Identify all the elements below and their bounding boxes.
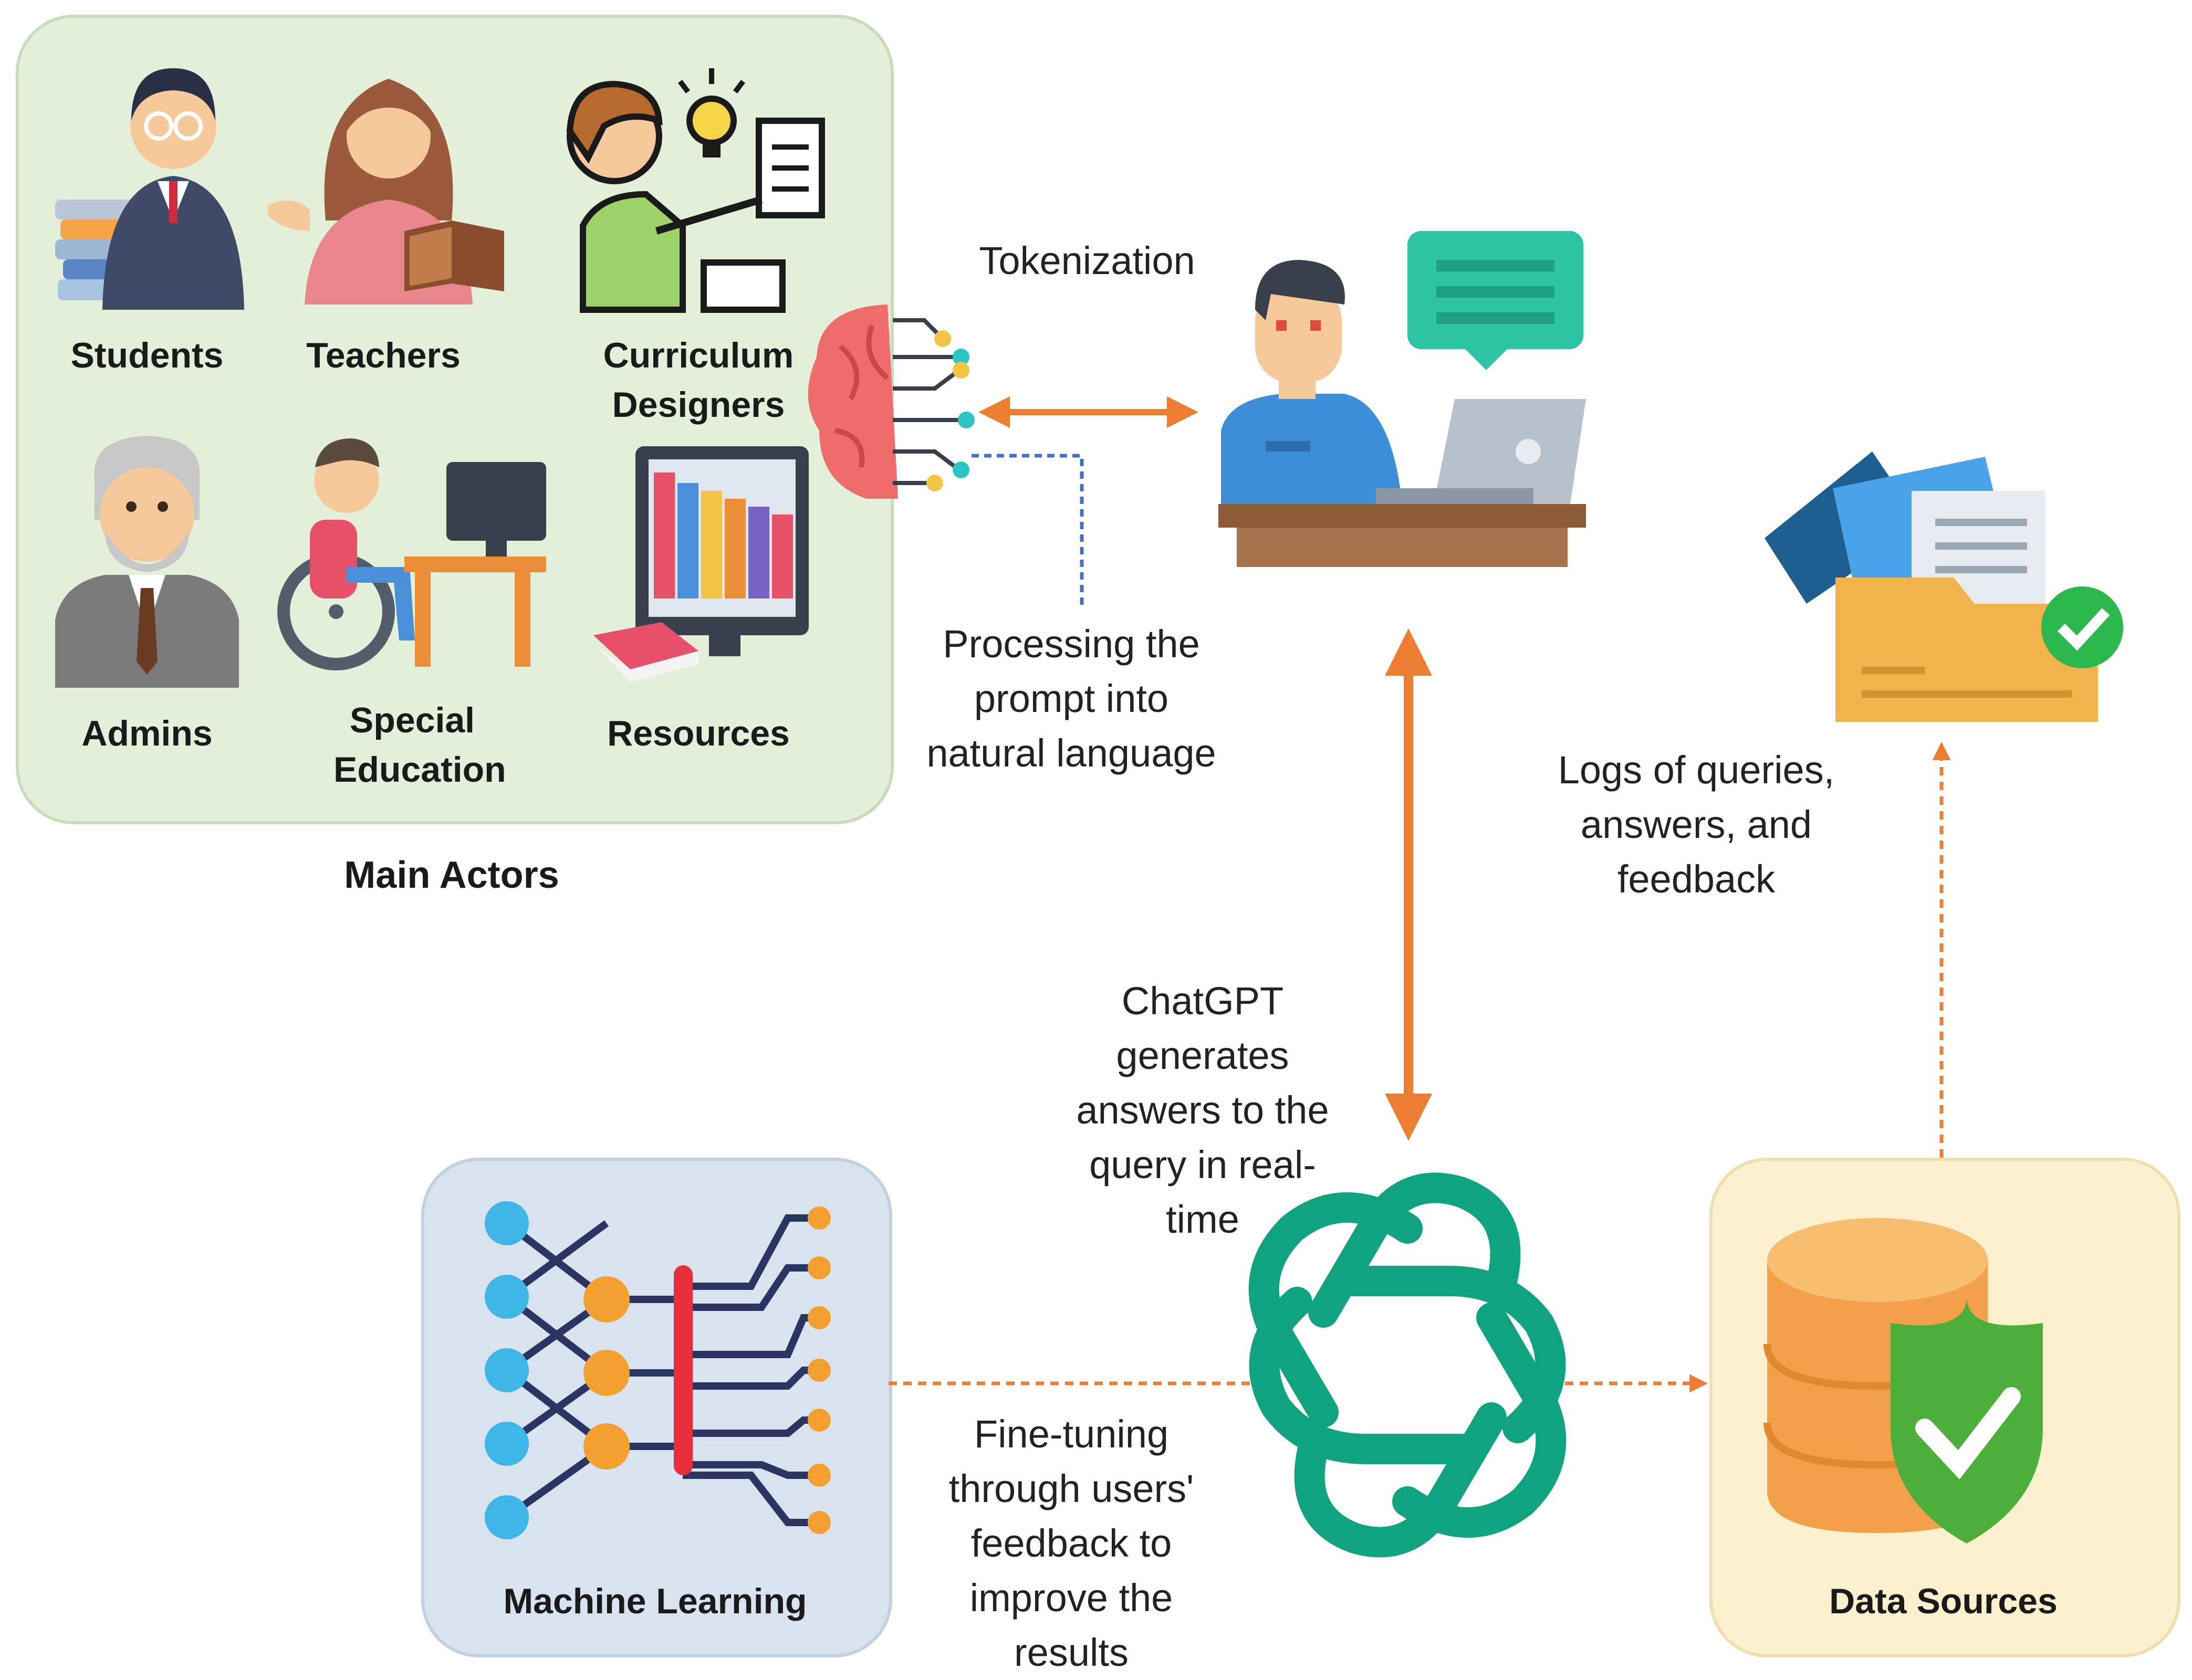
- processing-text: Processing the prompt into natural langu…: [926, 622, 1216, 775]
- database-shield-icon: [1763, 1218, 2043, 1544]
- tokenization-text: Tokenization: [979, 239, 1195, 282]
- actor-label-curriculum-designers: Curriculum Designers: [603, 335, 794, 425]
- student-icon: [55, 68, 244, 310]
- machine-learning-label: Machine Learning: [503, 1581, 807, 1621]
- actor-label-resources: Resources: [607, 713, 790, 753]
- actor-label-special-education: Special Education: [333, 700, 506, 790]
- processing-connector: [972, 454, 1084, 609]
- special-education-icon: [277, 438, 546, 670]
- teacher-icon: [268, 79, 504, 304]
- main-actors-title: Main Actors: [344, 854, 559, 896]
- chatgpt-text: ChatGPT generates answers to the query i…: [1076, 979, 1329, 1241]
- resources-icon: [593, 446, 809, 682]
- folder-documents-icon: [1765, 452, 2123, 722]
- actor-label-students: Students: [70, 335, 224, 375]
- chatgpt-logo-icon: [1248, 1172, 1567, 1558]
- user-at-laptop-icon: [1218, 231, 1586, 567]
- actor-label-teachers: Teachers: [306, 335, 461, 375]
- fine-tuning-text: Fine-tuning through users' feedback to i…: [948, 1412, 1194, 1674]
- brain-icon: [808, 304, 975, 499]
- admin-icon: [55, 436, 239, 688]
- logs-text: Logs of queries, answers, and feedback: [1558, 748, 1835, 901]
- data-sources-label: Data Sources: [1829, 1581, 2058, 1621]
- neural-network-icon: [485, 1201, 831, 1539]
- actor-label-admins: Admins: [81, 713, 213, 753]
- curriculum-designer-icon: [566, 68, 825, 313]
